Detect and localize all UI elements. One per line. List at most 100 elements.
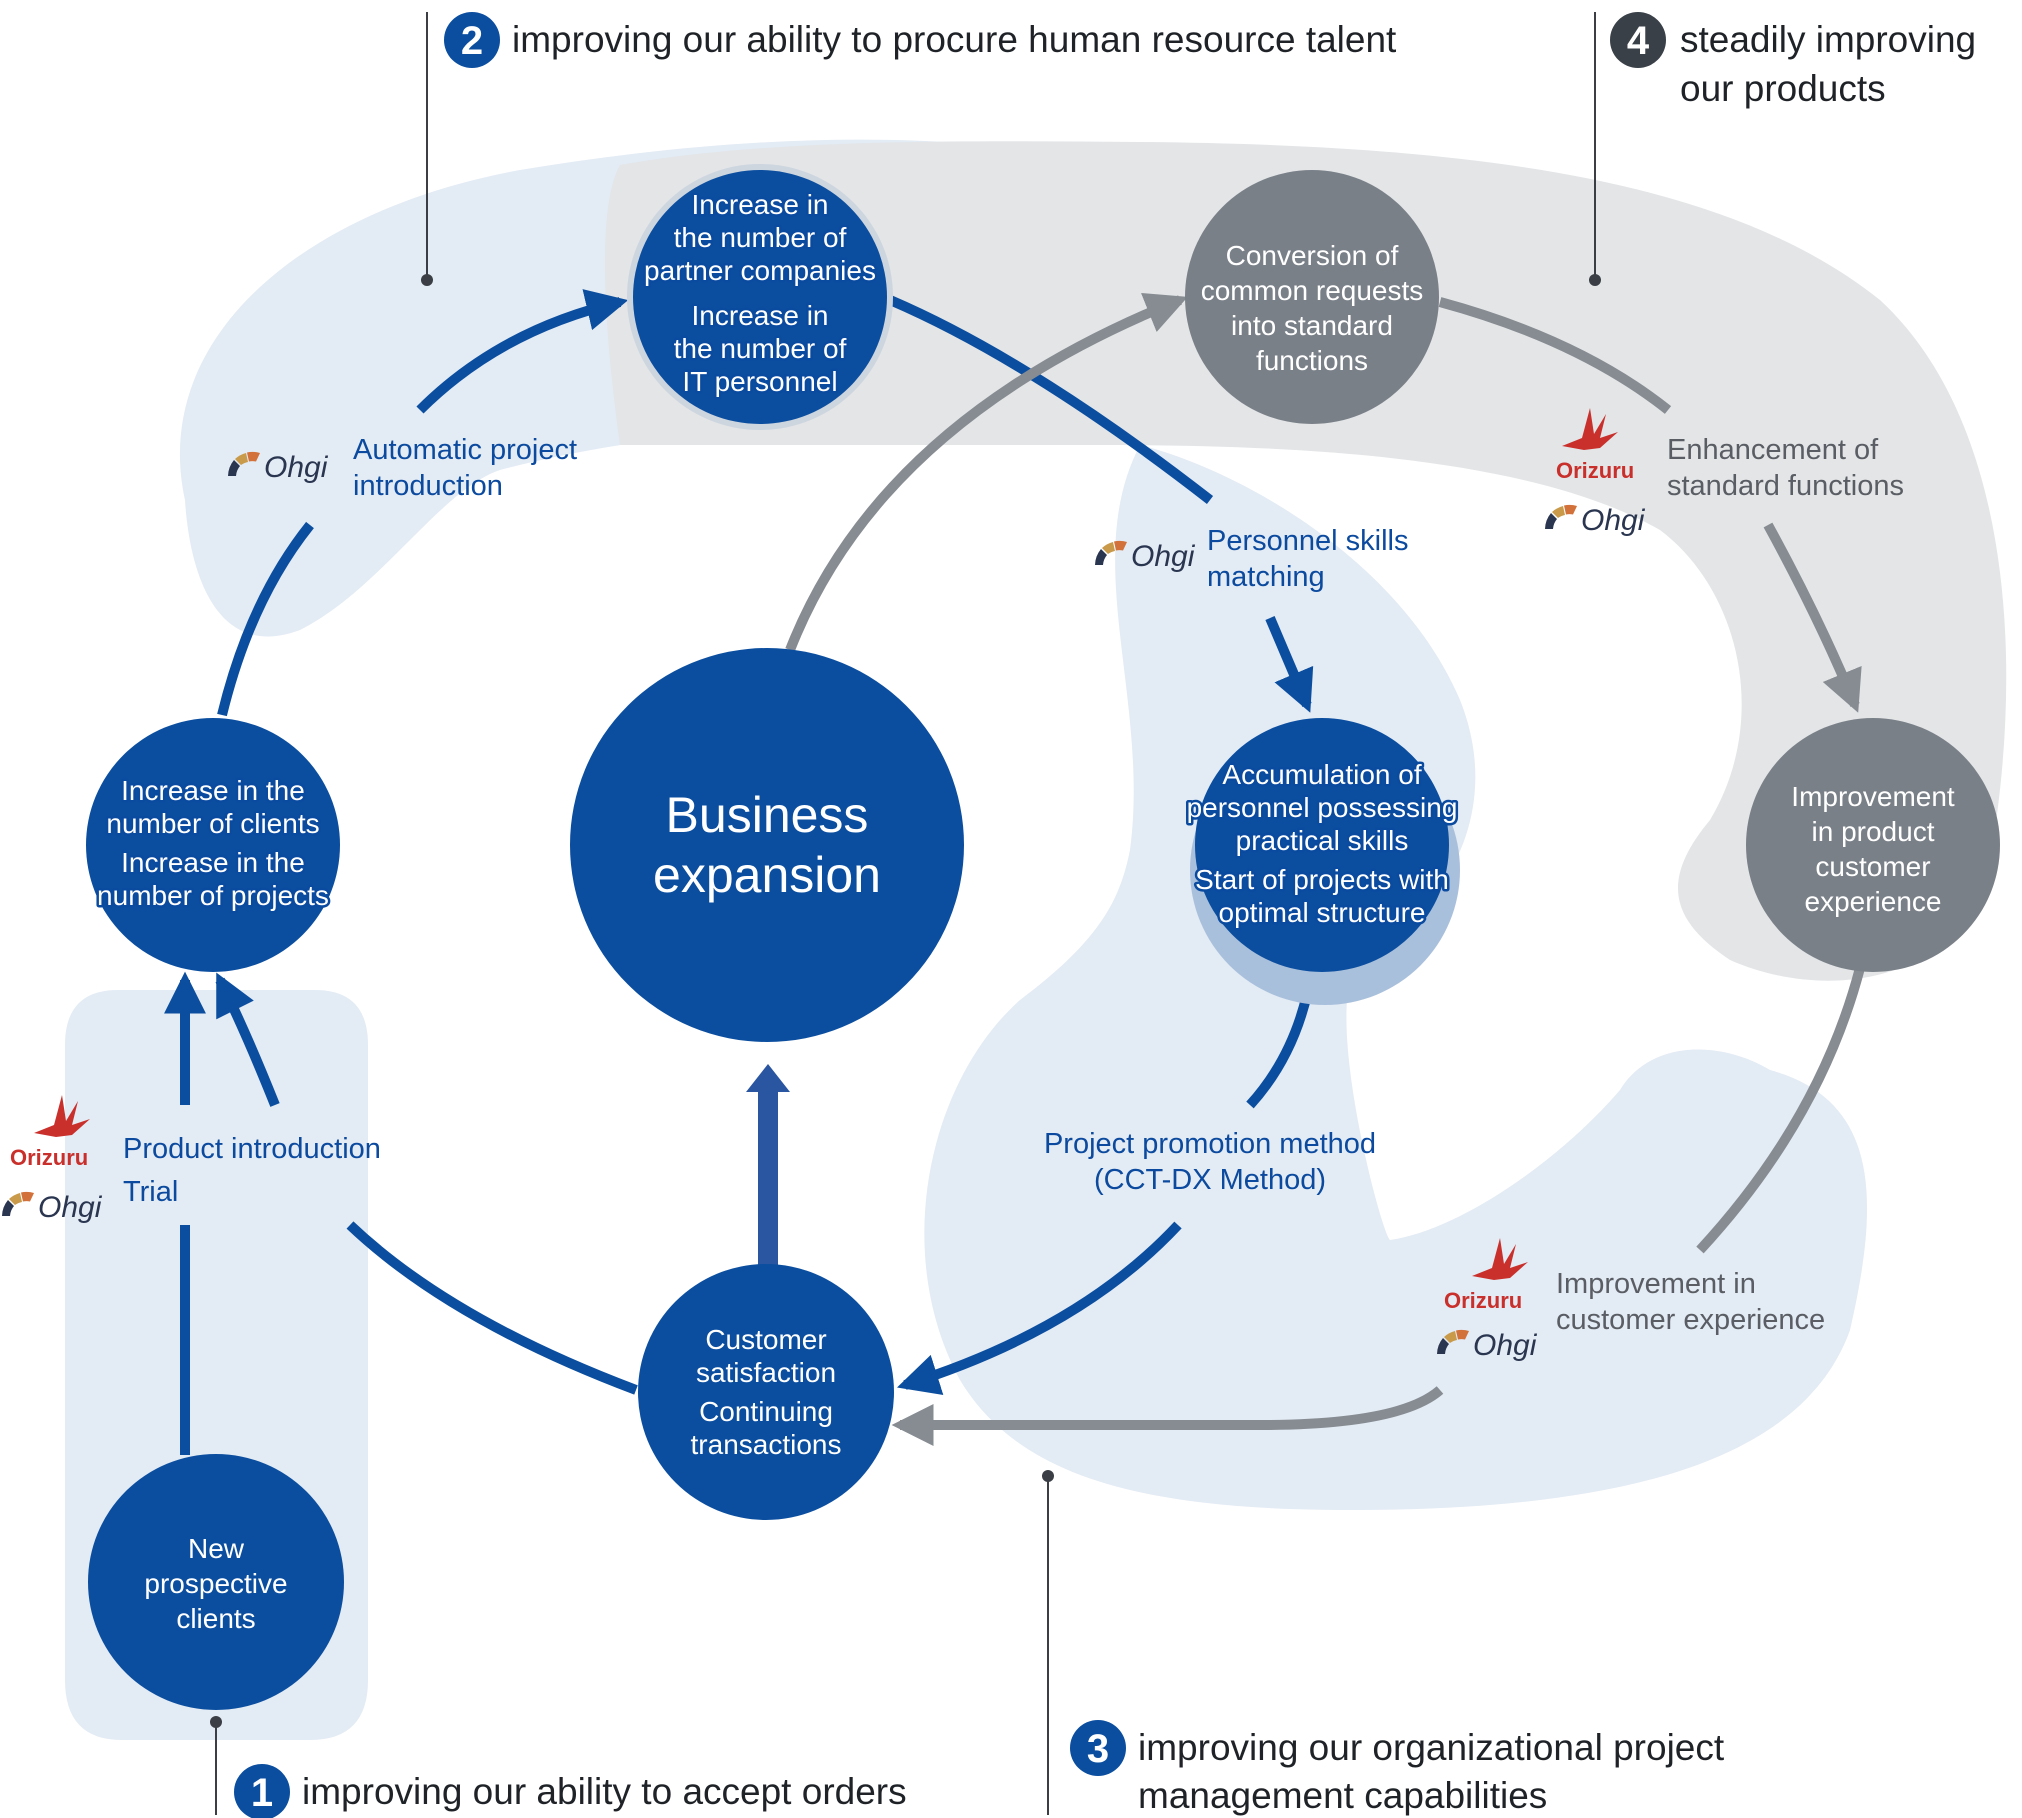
label-auto-intro: Automatic project introduction	[353, 434, 577, 502]
svg-text:4: 4	[1627, 19, 1650, 63]
arrow-clients-to-auto	[217, 521, 314, 717]
svg-text:(CCT-DX Method): (CCT-DX Method)	[1094, 1164, 1326, 1196]
svg-text:Accumulation of: Accumulation of	[1222, 759, 1421, 790]
svg-text:common requests: common requests	[1201, 275, 1424, 306]
gray-arrows	[785, 292, 1865, 1446]
heading-2: 2 improving our ability to procure human…	[444, 12, 1397, 68]
svg-text:Customer: Customer	[705, 1324, 826, 1355]
arrow-enhancement-to-improvement	[1763, 522, 1862, 713]
node-accumulation: Accumulation of personnel possessing pra…	[1184, 718, 1460, 1005]
svg-text:1: 1	[251, 1771, 273, 1815]
svg-text:Personnel skills: Personnel skills	[1207, 525, 1408, 557]
heading-3: 3 improving our organizational project m…	[1070, 1720, 1725, 1816]
svg-text:clients: clients	[176, 1603, 255, 1634]
svg-text:into standard: into standard	[1231, 310, 1393, 341]
band-products	[605, 141, 2007, 981]
label-skills: Personnel skills matching	[1207, 525, 1408, 593]
svg-text:Ohgi: Ohgi	[1581, 504, 1646, 537]
svg-text:Project promotion method: Project promotion method	[1044, 1128, 1376, 1160]
svg-text:transactions: transactions	[691, 1429, 842, 1460]
svg-text:matching: matching	[1207, 561, 1325, 593]
label-enhancement: Enhancement of standard functions	[1667, 434, 1904, 502]
svg-text:personnel possessing: personnel possessing	[1187, 792, 1458, 823]
arrow-partners-to-skills	[888, 295, 1214, 504]
svg-text:Ohgi: Ohgi	[38, 1191, 103, 1224]
arrow-conversion-to-enhancement	[1438, 297, 1672, 414]
orizuru-logo-trial: Orizuru	[10, 1095, 90, 1170]
label-product-intro: Product introduction Trial	[123, 1133, 381, 1208]
ohgi-logo-cx: Ohgi	[1437, 1329, 1538, 1362]
svg-text:2: 2	[461, 19, 483, 63]
svg-text:steadily improving: steadily improving	[1680, 19, 1976, 60]
svg-text:introduction: introduction	[353, 470, 503, 502]
svg-text:Improvement in: Improvement in	[1556, 1268, 1756, 1300]
svg-text:standard functions: standard functions	[1667, 470, 1904, 502]
svg-text:optimal structure: optimal structure	[1219, 897, 1426, 928]
svg-text:practical skills: practical skills	[1236, 825, 1409, 856]
number-badge-3	[1070, 1720, 1126, 1776]
node-prospective: New prospective clients	[88, 1454, 344, 1710]
svg-text:prospective: prospective	[144, 1568, 287, 1599]
svg-text:Start of projects with: Start of projects with	[1195, 864, 1449, 895]
svg-text:Orizuru: Orizuru	[1556, 458, 1634, 483]
svg-text:Ohgi: Ohgi	[1473, 1329, 1538, 1362]
arrow-skills-to-accum	[1265, 616, 1314, 713]
heading-4: 4 steadily improving our products	[1610, 12, 1976, 109]
svg-text:Enhancement of: Enhancement of	[1667, 434, 1879, 466]
svg-text:customer: customer	[1815, 851, 1930, 882]
svg-text:Improvement: Improvement	[1791, 781, 1955, 812]
orizuru-logo-cx: Orizuru	[1444, 1238, 1528, 1313]
svg-text:Business: Business	[666, 787, 869, 843]
arrow-improvement-to-cx	[1696, 966, 1865, 1254]
up-arrow-to-business	[746, 1064, 790, 1275]
svg-text:Conversion of: Conversion of	[1226, 240, 1399, 271]
svg-text:IT personnel: IT personnel	[682, 366, 837, 397]
svg-text:Automatic project: Automatic project	[353, 434, 577, 466]
arrow-customer-back-to-trial	[346, 1221, 638, 1395]
svg-text:Ohgi: Ohgi	[264, 451, 329, 484]
svg-text:our products: our products	[1680, 68, 1886, 109]
svg-text:Increase in: Increase in	[692, 300, 829, 331]
svg-text:improving our ability to accep: improving our ability to accept orders	[302, 1771, 907, 1812]
svg-text:management capabilities: management capabilities	[1138, 1775, 1547, 1816]
svg-text:number of projects: number of projects	[97, 880, 329, 911]
node-partners: Increase in the number of partner compan…	[627, 164, 893, 430]
node-customer: Customer satisfaction Continuing transac…	[638, 1264, 894, 1520]
number-badge-4	[1610, 12, 1666, 68]
svg-text:the number of: the number of	[674, 222, 847, 253]
arrow-auto-to-partners	[416, 289, 629, 414]
number-badge-2	[444, 12, 500, 68]
ohgi-logo-skills: Ohgi	[1095, 540, 1196, 573]
blue-arrows	[164, 289, 1317, 1455]
node-conversion: Conversion of common requests into stand…	[1185, 170, 1439, 424]
svg-text:partner companies: partner companies	[644, 255, 876, 286]
svg-text:Increase in the: Increase in the	[121, 847, 305, 878]
svg-text:experience: experience	[1805, 886, 1942, 917]
svg-text:Increase in: Increase in	[692, 189, 829, 220]
arrow-promotion-to-customer	[896, 1221, 1182, 1395]
svg-text:Orizuru: Orizuru	[10, 1145, 88, 1170]
svg-text:Continuing: Continuing	[699, 1396, 833, 1427]
ohgi-logo-enhancement: Ohgi	[1545, 504, 1646, 537]
svg-text:functions: functions	[1256, 345, 1368, 376]
arrow-cx-to-customer	[891, 1386, 1444, 1446]
ohgi-logo-auto: Ohgi	[228, 451, 329, 484]
heading-1: 1 improving our ability to accept orders	[234, 1764, 907, 1818]
node-improvement: Improvement in product customer experien…	[1746, 718, 2000, 972]
svg-text:Orizuru: Orizuru	[1444, 1288, 1522, 1313]
svg-text:Product introduction: Product introduction	[123, 1133, 381, 1165]
arrow-business-to-conversion	[785, 292, 1188, 652]
svg-text:number of clients: number of clients	[106, 808, 319, 839]
svg-text:Trial: Trial	[123, 1176, 178, 1208]
svg-text:satisfaction: satisfaction	[696, 1357, 836, 1388]
label-promotion: Project promotion method (CCT-DX Method)	[1044, 1128, 1376, 1196]
node-clients: Increase in the number of clients Increa…	[86, 718, 340, 972]
svg-text:expansion: expansion	[653, 847, 881, 903]
svg-text:improving our ability to procu: improving our ability to procure human r…	[512, 19, 1397, 60]
svg-text:improving our organizational p: improving our organizational project	[1138, 1727, 1725, 1768]
svg-text:New: New	[188, 1533, 245, 1564]
node-business: Business expansion	[570, 648, 964, 1042]
svg-text:the number of: the number of	[674, 333, 847, 364]
svg-text:Increase in the: Increase in the	[121, 775, 305, 806]
